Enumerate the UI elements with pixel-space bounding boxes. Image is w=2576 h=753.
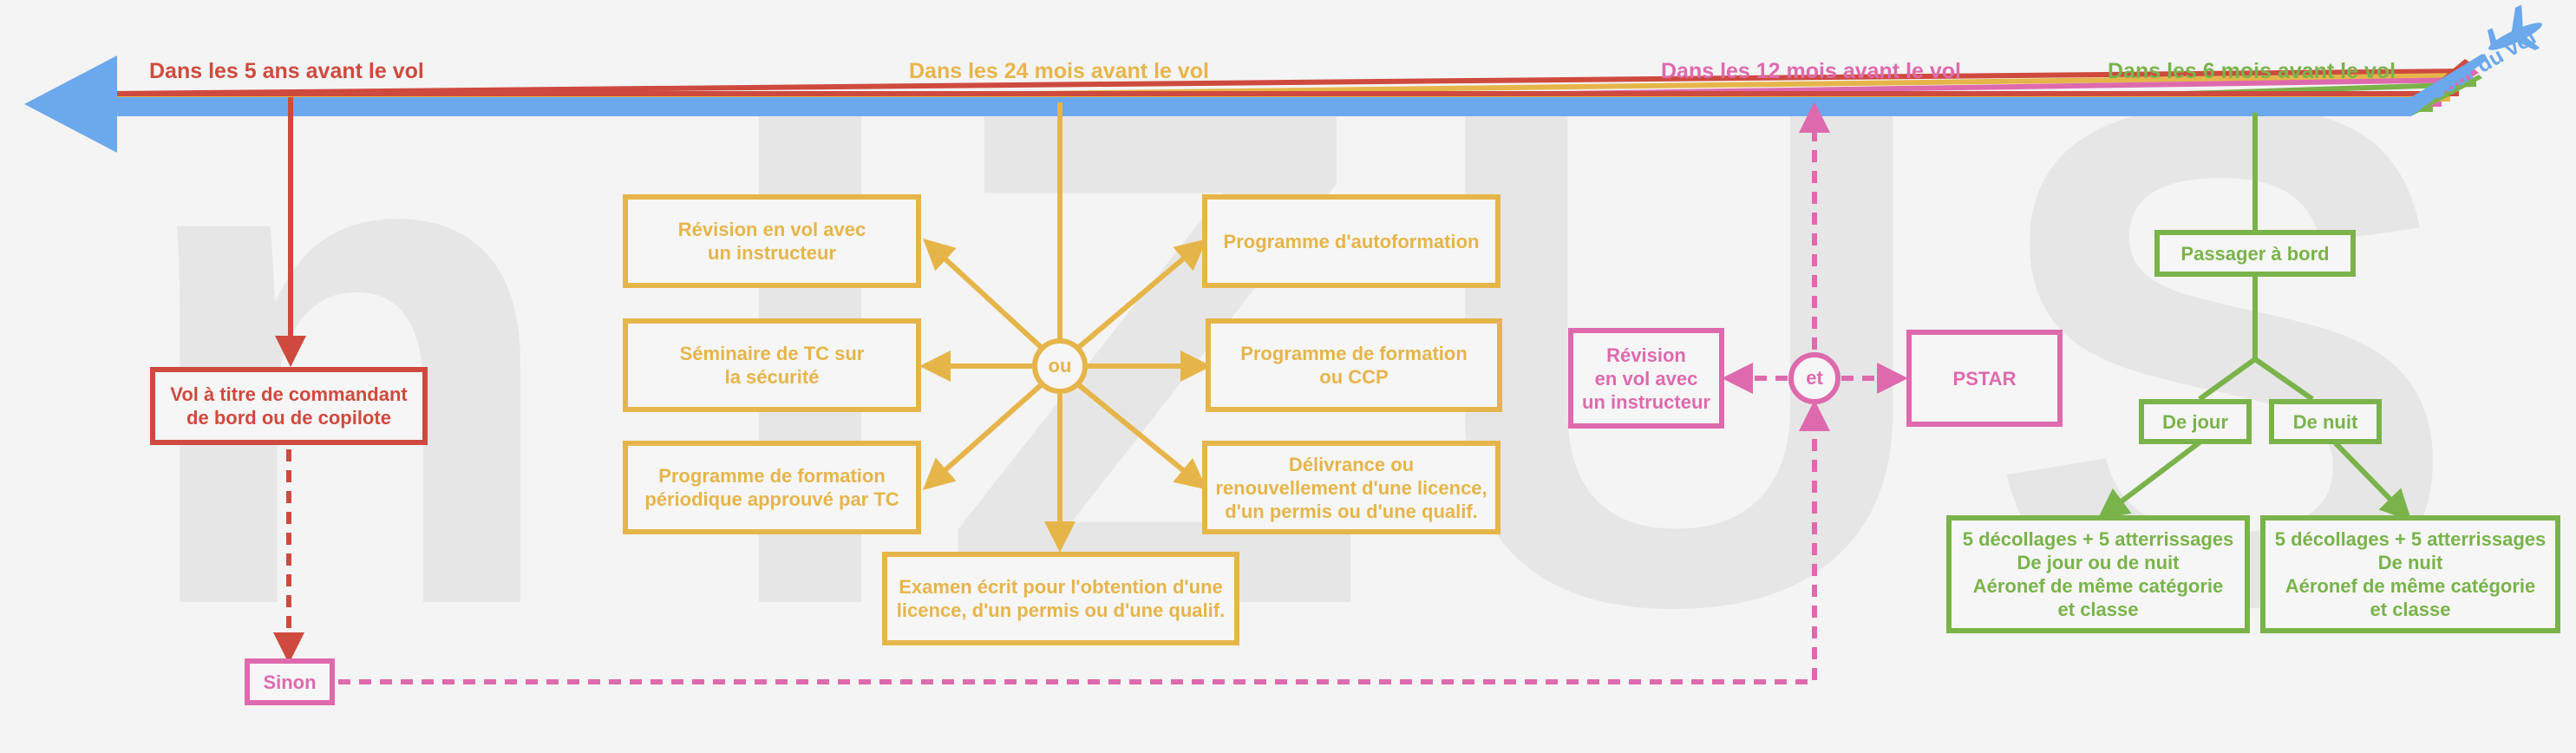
pic-or-copilot-box: Vol à titre de commandant de bord ou de … — [150, 367, 428, 445]
header-24-months: Dans les 24 mois avant le vol — [909, 59, 1209, 83]
timeline-arrowhead — [24, 56, 117, 153]
recurrent-training-box: Programme de formation périodique approu… — [623, 441, 921, 534]
written-exam-box: Examen écrit pour l'obtention d'une lice… — [882, 552, 1239, 645]
watermark-letter-n: n — [130, 0, 565, 711]
day-box: De jour — [2139, 399, 2252, 444]
airplane-icon — [2487, 4, 2542, 50]
and-hub: et — [1788, 352, 1840, 404]
day-requirements-box: 5 décollages + 5 atterrissages De jour o… — [1946, 515, 2250, 633]
flight-review-instructor-box: Révision en vol avec un instructeur — [623, 194, 921, 288]
yellow-connectors — [919, 102, 1212, 553]
night-requirements-box: 5 décollages + 5 atterrissages De nuit A… — [2260, 515, 2560, 633]
safety-seminar-box: Séminaire de TC sur la sécurité — [623, 318, 921, 412]
pstar-box: PSTAR — [1906, 330, 2063, 427]
or-hub: ou — [1032, 338, 1088, 394]
ccp-program-box: Programme de formation ou CCP — [1206, 318, 1502, 412]
timeline — [24, 54, 2486, 153]
header-6-months: Dans les 6 mois avant le vol — [2108, 59, 2396, 83]
diagram-canvas — [24, 4, 2542, 684]
passengers-box: Passager à bord — [2154, 230, 2356, 277]
otherwise-box: Sinon — [245, 658, 335, 705]
pink-connectors — [338, 101, 1908, 684]
header-12-months: Dans les 12 mois avant le vol — [1661, 59, 1961, 83]
self-study-program-box: Programme d'autoformation — [1202, 194, 1500, 288]
header-five-years: Dans les 5 ans avant le vol — [149, 59, 424, 83]
night-box: De nuit — [2269, 399, 2382, 444]
green-connectors — [2097, 113, 2412, 521]
licence-issue-box: Délivrance ou renouvellement d'une licen… — [1202, 441, 1500, 534]
pink-flight-review-box: Révision en vol avec un instructeur — [1568, 328, 1724, 429]
